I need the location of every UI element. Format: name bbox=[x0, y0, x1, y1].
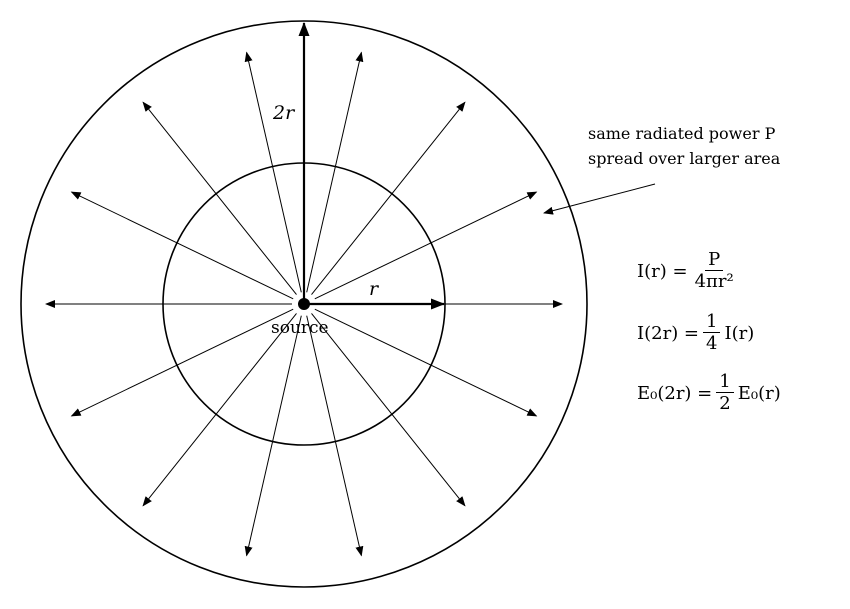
eq3-rhs: E₀(r) bbox=[737, 383, 781, 404]
ray-arrow bbox=[244, 315, 302, 557]
annotation-text: same radiated power P spread over larger… bbox=[588, 121, 828, 171]
eq2-rhs: I(r) bbox=[724, 323, 755, 344]
label-r: r bbox=[369, 278, 380, 300]
eq1-denominator: 4πr² bbox=[694, 271, 734, 292]
ray-arrow bbox=[311, 101, 466, 295]
ray-arrow bbox=[311, 313, 466, 507]
label-2r: 2r bbox=[272, 102, 296, 124]
eq2-fraction: 1 4 bbox=[703, 312, 721, 355]
ray-arrow bbox=[142, 101, 297, 295]
annotation-line-2: spread over larger area bbox=[588, 149, 781, 168]
ray-arrow bbox=[314, 191, 538, 300]
equation-field-2r: E₀(2r) = 1 2 E₀(r) bbox=[637, 372, 781, 415]
eq3-numerator: 1 bbox=[716, 372, 734, 393]
radiated-rays bbox=[45, 51, 563, 557]
eq3-denominator: 2 bbox=[719, 393, 731, 414]
eq2-lhs: I(2r) = bbox=[637, 323, 700, 344]
equation-intensity-r: I(r) = P 4πr² bbox=[637, 250, 741, 293]
ray-arrow bbox=[314, 308, 538, 417]
eq3-lhs: E₀(2r) = bbox=[637, 383, 713, 404]
eq3-fraction: 1 2 bbox=[716, 372, 734, 415]
ray-arrow bbox=[244, 51, 302, 293]
annotation-pointer-arrow bbox=[543, 183, 656, 215]
annotation-line-1: same radiated power P bbox=[588, 124, 776, 143]
ray-arrow bbox=[306, 51, 364, 293]
equation-intensity-2r: I(2r) = 1 4 I(r) bbox=[637, 312, 754, 355]
eq2-denominator: 4 bbox=[706, 333, 718, 354]
eq1-fraction: P 4πr² bbox=[692, 250, 737, 293]
ray-arrow bbox=[70, 191, 294, 300]
label-source: source bbox=[271, 318, 329, 338]
ray-arrow bbox=[70, 308, 294, 417]
eq2-numerator: 1 bbox=[703, 312, 721, 333]
outer-sphere-2r bbox=[20, 20, 588, 588]
ray-arrow bbox=[306, 315, 364, 557]
source-point bbox=[298, 298, 310, 310]
eq1-lhs: I(r) = bbox=[637, 261, 688, 282]
ray-arrow bbox=[142, 313, 297, 507]
eq1-numerator: P bbox=[705, 250, 724, 271]
